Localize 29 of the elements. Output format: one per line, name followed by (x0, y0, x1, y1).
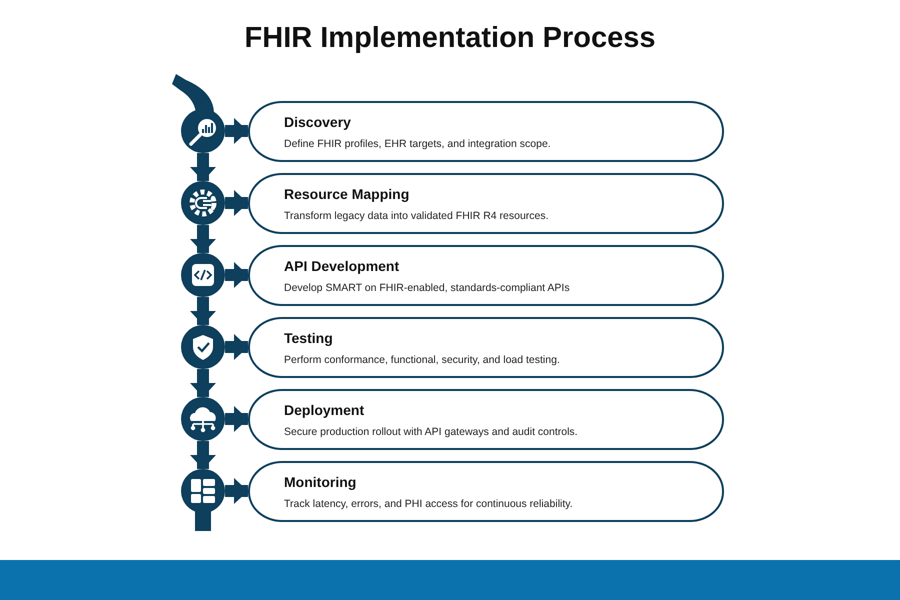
arrow (225, 334, 248, 360)
step-circle (181, 253, 225, 297)
arrow (225, 478, 248, 504)
step-circle (181, 109, 225, 153)
step-heading: Discovery (284, 114, 351, 130)
arrow (190, 297, 216, 325)
step-circle (181, 325, 225, 369)
step-heading: API Development (284, 258, 400, 274)
arrow (190, 441, 216, 469)
step-heading: Resource Mapping (284, 186, 410, 202)
arrow (190, 369, 216, 397)
step-description: Secure production rollout with API gateways and audit controls. (284, 426, 578, 438)
step-circle (181, 469, 225, 513)
title: FHIR Implementation Process (244, 22, 656, 55)
step-description: Define FHIR profiles, EHR targets, and integration scope. (284, 138, 551, 150)
step-description: Perform conformance, functional, security, and load testing. (284, 354, 560, 366)
step-heading: Deployment (284, 402, 364, 418)
arrow (190, 225, 216, 253)
step-description: Track latency, errors, and PHI access for continuous reliability. (284, 498, 573, 510)
arrow (225, 190, 248, 216)
step-description: Develop SMART on FHIR-enabled, standards-compliant APIs (284, 282, 570, 294)
step-heading: Testing (284, 330, 333, 346)
arrow (225, 406, 248, 432)
step-circle (181, 397, 225, 441)
step-circle (181, 181, 225, 225)
arrow (225, 118, 248, 144)
step-heading: Monitoring (284, 474, 356, 490)
step-description: Transform legacy data into validated FHIR R4 resources. (284, 210, 549, 222)
arrow (225, 262, 248, 288)
